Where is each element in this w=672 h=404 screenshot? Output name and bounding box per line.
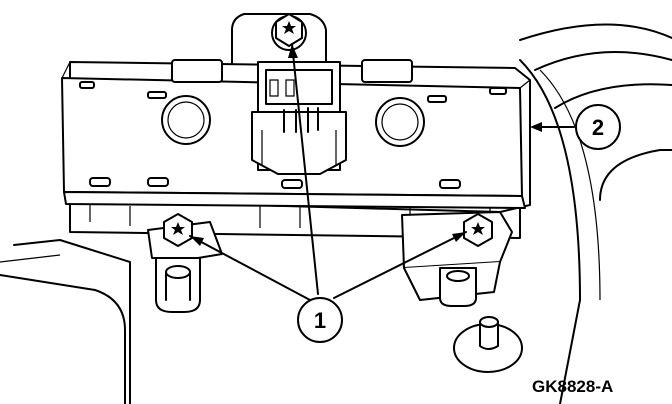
callout-1-label: 1 <box>314 308 326 333</box>
leader-callout-2 <box>530 122 575 132</box>
callout-2-label: 2 <box>592 115 604 140</box>
right-mounting-ear <box>401 211 513 307</box>
callout-1: 1 <box>297 297 343 343</box>
figure-code: GK8828-A <box>532 377 613 396</box>
leaders-callout-1 <box>189 43 467 301</box>
locating-post <box>453 316 523 373</box>
callout-2: 2 <box>575 104 621 150</box>
screw-bottom-right <box>463 213 493 247</box>
screw-top <box>275 13 303 47</box>
screw-bottom-left <box>163 213 193 247</box>
dash-panel-outline <box>0 23 672 404</box>
